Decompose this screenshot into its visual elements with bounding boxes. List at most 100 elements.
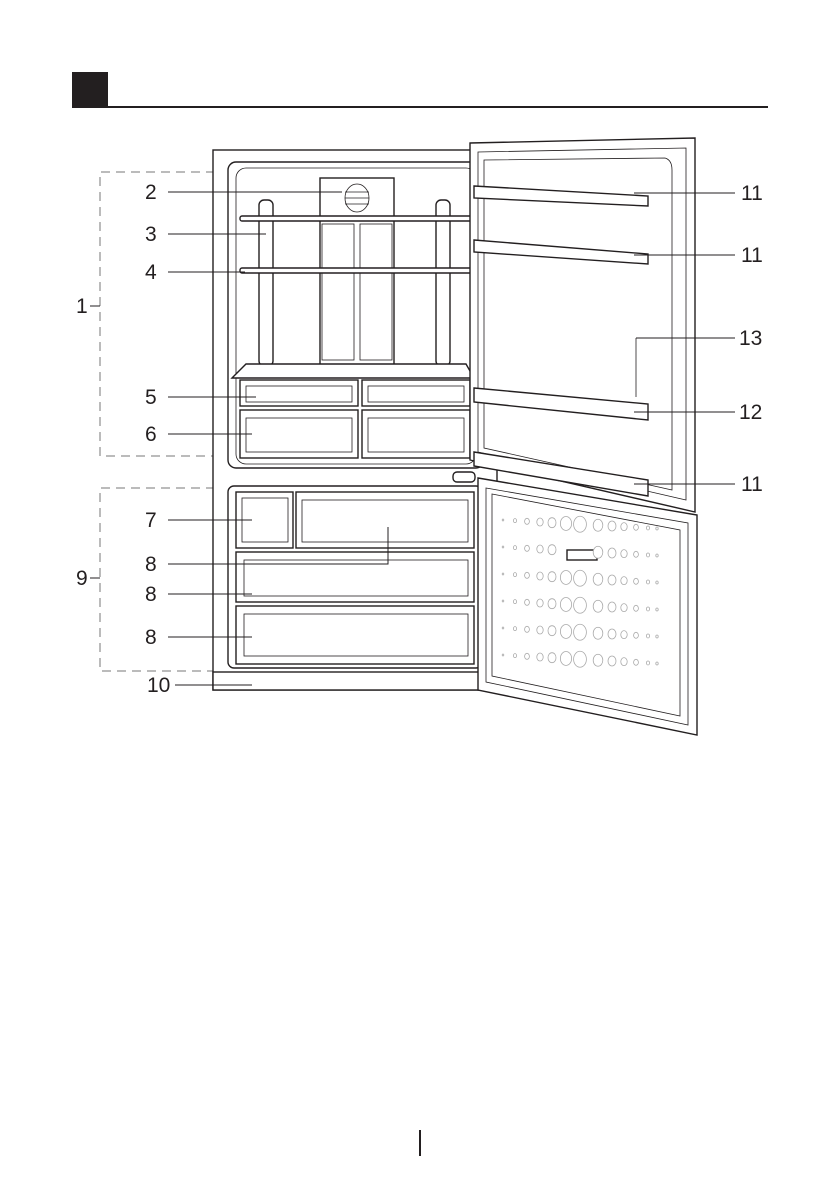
callout-2: 2 — [145, 181, 157, 204]
door-dot — [573, 569, 587, 587]
section-header-rule — [108, 106, 768, 108]
door-hinge — [452, 471, 476, 483]
crisper-drawer-left — [239, 409, 359, 459]
shelf-rail-right — [435, 199, 451, 367]
door-dot — [547, 652, 557, 664]
door-dot — [655, 526, 659, 531]
door-dot — [620, 576, 628, 586]
freezer-drawer-middle — [235, 551, 475, 603]
star-rating-label — [566, 549, 598, 561]
callout-11-top: 11 — [741, 182, 763, 205]
door-dot — [560, 624, 573, 639]
door-dot — [646, 525, 651, 531]
door-dot — [513, 545, 518, 551]
callout-5: 5 — [145, 386, 157, 409]
door-dot — [536, 598, 544, 608]
door-dot — [573, 515, 587, 533]
door-dot — [633, 604, 639, 612]
door-dot — [655, 634, 659, 639]
door-dot — [536, 652, 544, 662]
door-dot — [620, 549, 628, 559]
door-dot — [560, 570, 573, 585]
door-dot — [513, 626, 518, 632]
callout-8-bottom: 8 — [145, 626, 157, 649]
door-bottle-shelf — [473, 387, 649, 421]
door-dot — [560, 516, 573, 531]
door-dot — [513, 572, 518, 578]
door-dot — [547, 598, 557, 610]
callout-11-bottom: 11 — [741, 473, 763, 496]
freezer-drawer-bottom — [235, 605, 475, 665]
door-dot — [633, 631, 639, 639]
freezer-compartment-bracket — [99, 487, 215, 672]
door-dot — [646, 606, 651, 612]
door-dot — [501, 518, 505, 522]
door-shelf-bottom — [473, 451, 649, 497]
door-shelf-top — [473, 185, 649, 207]
door-dot-pattern — [501, 515, 659, 668]
door-dot — [592, 545, 604, 559]
door-dot — [524, 598, 530, 606]
crisper-drawer-right — [361, 409, 471, 459]
door-dot — [633, 577, 639, 585]
door-dot — [547, 625, 557, 637]
door-dot — [524, 652, 530, 660]
door-dot — [655, 607, 659, 612]
leader-lines — [90, 191, 735, 686]
callout-11-second: 11 — [741, 244, 763, 267]
callout-7: 7 — [145, 509, 157, 532]
door-dot — [646, 633, 651, 639]
door-dot — [501, 599, 505, 603]
door-shelf-second — [473, 239, 649, 265]
door-dot — [620, 603, 628, 613]
door-dot — [524, 625, 530, 633]
door-dot — [560, 597, 573, 612]
door-dot — [592, 518, 604, 532]
callout-8-middle: 8 — [145, 583, 157, 606]
door-dot — [524, 544, 530, 552]
callout-1: 1 — [76, 295, 88, 318]
callout-9: 9 — [76, 567, 88, 590]
callout-8-top: 8 — [145, 553, 157, 576]
door-dot — [592, 599, 604, 613]
door-dot — [547, 544, 557, 556]
fridge-compartment-bracket — [99, 171, 215, 457]
door-dot — [655, 661, 659, 666]
door-dot — [547, 571, 557, 583]
door-dot — [592, 626, 604, 640]
door-dot — [607, 520, 617, 532]
callout-10: 10 — [147, 674, 170, 697]
door-dot — [607, 655, 617, 667]
door-dot — [536, 517, 544, 527]
door-dot — [513, 599, 518, 605]
door-dot — [513, 518, 518, 524]
door-dot — [536, 625, 544, 635]
door-dot — [655, 580, 659, 585]
shelf-upper — [239, 215, 475, 222]
door-dot — [573, 650, 587, 668]
door-dot — [607, 628, 617, 640]
door-dot — [524, 517, 530, 525]
door-dot — [501, 626, 505, 630]
door-dot — [547, 517, 557, 529]
door-dot — [592, 653, 604, 667]
door-dot — [620, 630, 628, 640]
door-dot — [646, 579, 651, 585]
shelf-rail-left — [258, 199, 274, 367]
callout-3: 3 — [145, 223, 157, 246]
door-dot — [501, 545, 505, 549]
door-dot — [646, 552, 651, 558]
page-number-marker — [419, 1130, 421, 1156]
duct-vents — [321, 223, 393, 361]
door-dot — [524, 571, 530, 579]
fan-grille — [344, 183, 370, 213]
door-dot — [607, 547, 617, 559]
door-dot — [620, 522, 628, 532]
door-dot — [501, 653, 505, 657]
callout-12: 12 — [739, 401, 762, 424]
callout-4: 4 — [145, 261, 157, 284]
door-dot — [607, 574, 617, 586]
shelf-lower — [239, 267, 475, 274]
callout-13: 13 — [739, 327, 762, 350]
